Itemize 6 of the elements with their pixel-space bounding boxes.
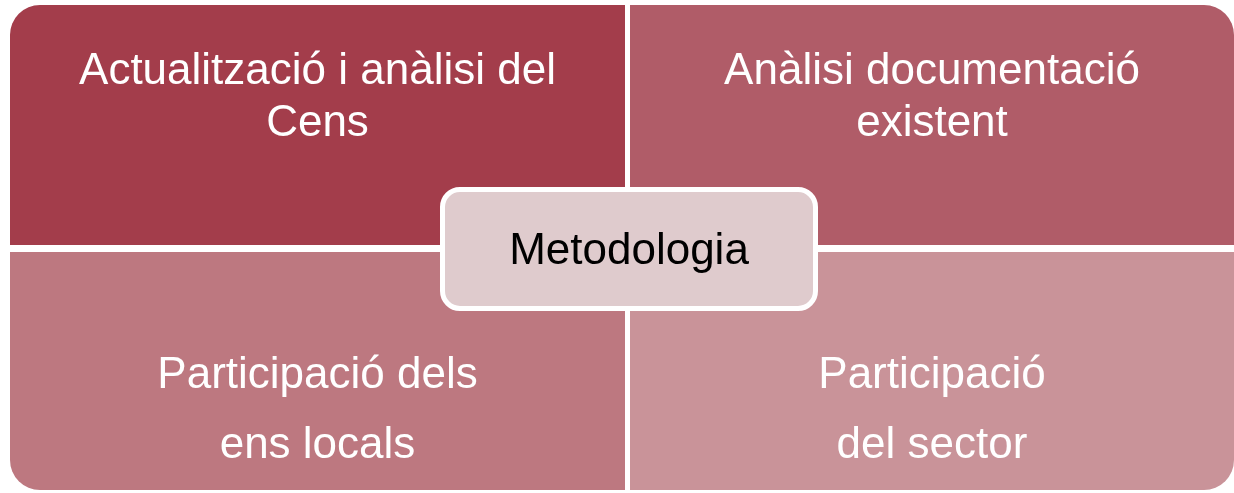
node-text: Participació dels ens locals	[156, 347, 479, 469]
node-text: Anàlisi documentació existent	[723, 43, 1141, 147]
center-box	[440, 187, 818, 311]
node-text: Actualització i anàlisi del Cens	[78, 43, 557, 147]
node-text: Participació del sector	[817, 347, 1047, 469]
node-text: Metodologia	[508, 223, 750, 275]
